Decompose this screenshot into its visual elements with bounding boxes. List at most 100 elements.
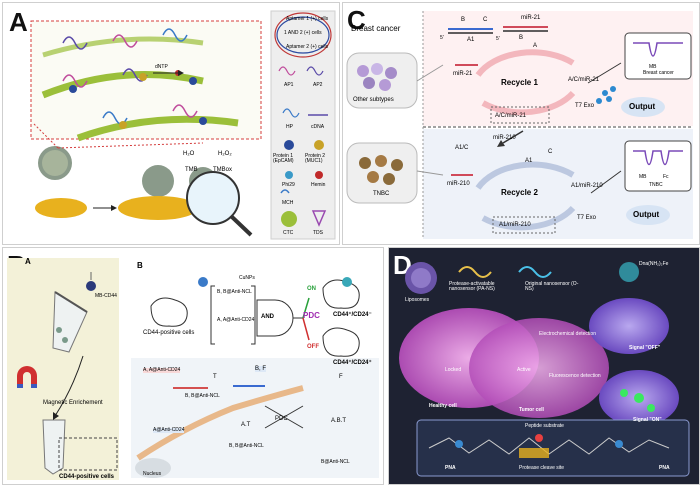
legend-ap1: AP1 (284, 82, 294, 88)
panel-d: D (388, 247, 700, 485)
label-a1-strand: A1 (525, 158, 533, 164)
label-tmb: TMB (185, 167, 198, 173)
label-cd44-cells: CD44-positive cells (59, 474, 115, 480)
legend-ap2: AP2 (313, 82, 323, 88)
label-peptide: Peptide substrate (525, 423, 564, 429)
panel-b: B (2, 247, 384, 485)
legend-protein1: Protein 1 (EpCAM) (273, 153, 294, 164)
panel-a-letter: A (9, 7, 28, 37)
label-at: A.T (241, 422, 251, 428)
label-a1c: A1/C (455, 145, 469, 151)
label-and-gate: AND (261, 314, 274, 320)
label-recycle1: Recycle 1 (501, 78, 538, 87)
label-original-nano: Original nanosensor (O-NS) (525, 281, 579, 292)
label-h2o2: H₂O₂ (218, 151, 232, 157)
label-b-b: B, B@Anti-NCL (217, 289, 252, 295)
legend-aptamer2: Aptamer 2 (+) cells (286, 44, 329, 50)
label-nucleus: Nucleus (143, 471, 162, 477)
label-a1-mir210: A1/miR-210 (571, 183, 603, 189)
label-recycle2: Recycle 2 (501, 188, 538, 197)
label-f: F (339, 374, 343, 380)
label-mb2: MB (639, 174, 647, 180)
label-dna: Dna(NH₂)₂Fe (639, 261, 669, 267)
label-other-subtypes: Other subtypes (353, 97, 394, 103)
label-liposome: Liposomes (405, 297, 430, 303)
label-a1: A1 (467, 37, 475, 43)
panel-c: C (342, 2, 700, 245)
legend-and: 1 AND 2 (+) cells (284, 30, 322, 36)
label-five1: 5' (440, 35, 444, 41)
panel-c-illustration (346, 11, 693, 239)
label-b-anti-ncl: B@Anti-NCL (321, 459, 350, 465)
label-a-anti: A@Anti-CD24 (153, 427, 185, 433)
label-pdc2: PDC (275, 416, 288, 422)
label-ac-mir21: A/C/miR-21 (568, 77, 600, 83)
label-off: OFF (307, 344, 319, 350)
label-out-on: CD44⁺/CD24⁻ (333, 312, 372, 318)
panel-b-illustration (7, 258, 379, 480)
label-abt: A.B.T (331, 418, 347, 424)
legend-hemin: Hemin (311, 182, 326, 188)
label-c2: C (548, 149, 553, 155)
label-tumor: Tumor cell (519, 407, 544, 413)
legend-protein2: Protein 2 (MUC1) (305, 153, 326, 164)
legend-cdna: cDNA (311, 124, 325, 130)
label-signal-off: Signal "OFF" (629, 345, 661, 351)
label-b1: B (461, 17, 466, 23)
label-pdc: PDC (303, 311, 320, 320)
label-t7exo2: T7 Exo (577, 215, 597, 221)
label-protease-nano: Protease-activatable nanosensor (PA-NS) (449, 281, 495, 292)
label-cunps: CuNPs (239, 275, 255, 281)
label-sub-a: A (25, 257, 31, 266)
legend-aptamer1: Aptamer 1 (+) cells (286, 16, 329, 22)
label-mir21-top: miR-21 (521, 15, 541, 21)
label-mir21: miR-21 (453, 71, 473, 77)
panel-a-illustration (30, 10, 336, 240)
legend-tds: TDS (313, 230, 323, 236)
label-dntp: dNTP (155, 64, 168, 70)
panel-a: A (2, 2, 340, 245)
label-electrochem: Electrochemical detection (539, 331, 596, 337)
panel-d-illustration (399, 262, 690, 477)
label-breast-cancer: Breast cancer (351, 24, 401, 33)
label-bc-graph: Breast cancer (643, 70, 674, 76)
label-aa-anti: A, A@Anti-CD24 (143, 367, 181, 373)
label-protease-site: Protease cleave site (519, 465, 565, 471)
label-t: T (213, 374, 217, 380)
label-h2o: H₂O (183, 151, 195, 157)
label-sub-b: B (137, 261, 143, 270)
label-bf: B, F (255, 366, 267, 372)
label-mb-graph: MB (649, 64, 657, 70)
legend-hp: HP (286, 124, 293, 130)
label-mb-cd44: MB-CD44 (95, 293, 117, 299)
label-tnbc: TNBC (373, 191, 390, 197)
label-c1: C (483, 17, 488, 23)
label-five2: 5' (496, 36, 500, 42)
label-output1: Output (629, 102, 656, 111)
label-signal-on: Signal "ON" (633, 417, 662, 423)
label-active: Active (517, 367, 531, 373)
label-a2: A (533, 43, 538, 49)
label-magnetic: Magnetic Enrichement (43, 400, 103, 406)
label-a1-mir210-b: A1/miR-210 (499, 222, 531, 228)
label-cd44-cells-b: CD44-positive cells (143, 330, 195, 336)
label-healthy: Healthy cell (429, 403, 457, 409)
label-a-a: A, A@Anti-CD24 (217, 317, 255, 323)
label-output2: Output (633, 210, 660, 219)
label-fc2: Fc (663, 174, 669, 180)
label-tmbox: TMBox (213, 167, 233, 173)
label-out-off: CD44⁺/CD24⁺ (333, 360, 372, 366)
label-ac-mir21-b: A/C/miR-21 (495, 113, 527, 119)
legend-phi29: Phi29 (282, 182, 295, 188)
label-b2: B (519, 35, 524, 41)
label-tnbc-graph: TNBC (649, 182, 663, 188)
label-on: ON (307, 286, 316, 292)
label-locked: Locked (445, 367, 462, 373)
label-mir210: miR-210 (447, 181, 470, 187)
legend-ctc: CTC (283, 230, 294, 236)
label-t7exo: T7 Exo (575, 103, 595, 109)
panel-c-letter: C (347, 5, 366, 35)
label-mir210-top: miR-210 (493, 135, 516, 141)
label-pna-left: PNA (445, 465, 456, 471)
label-fluor: Fluorescence detection (549, 373, 601, 379)
